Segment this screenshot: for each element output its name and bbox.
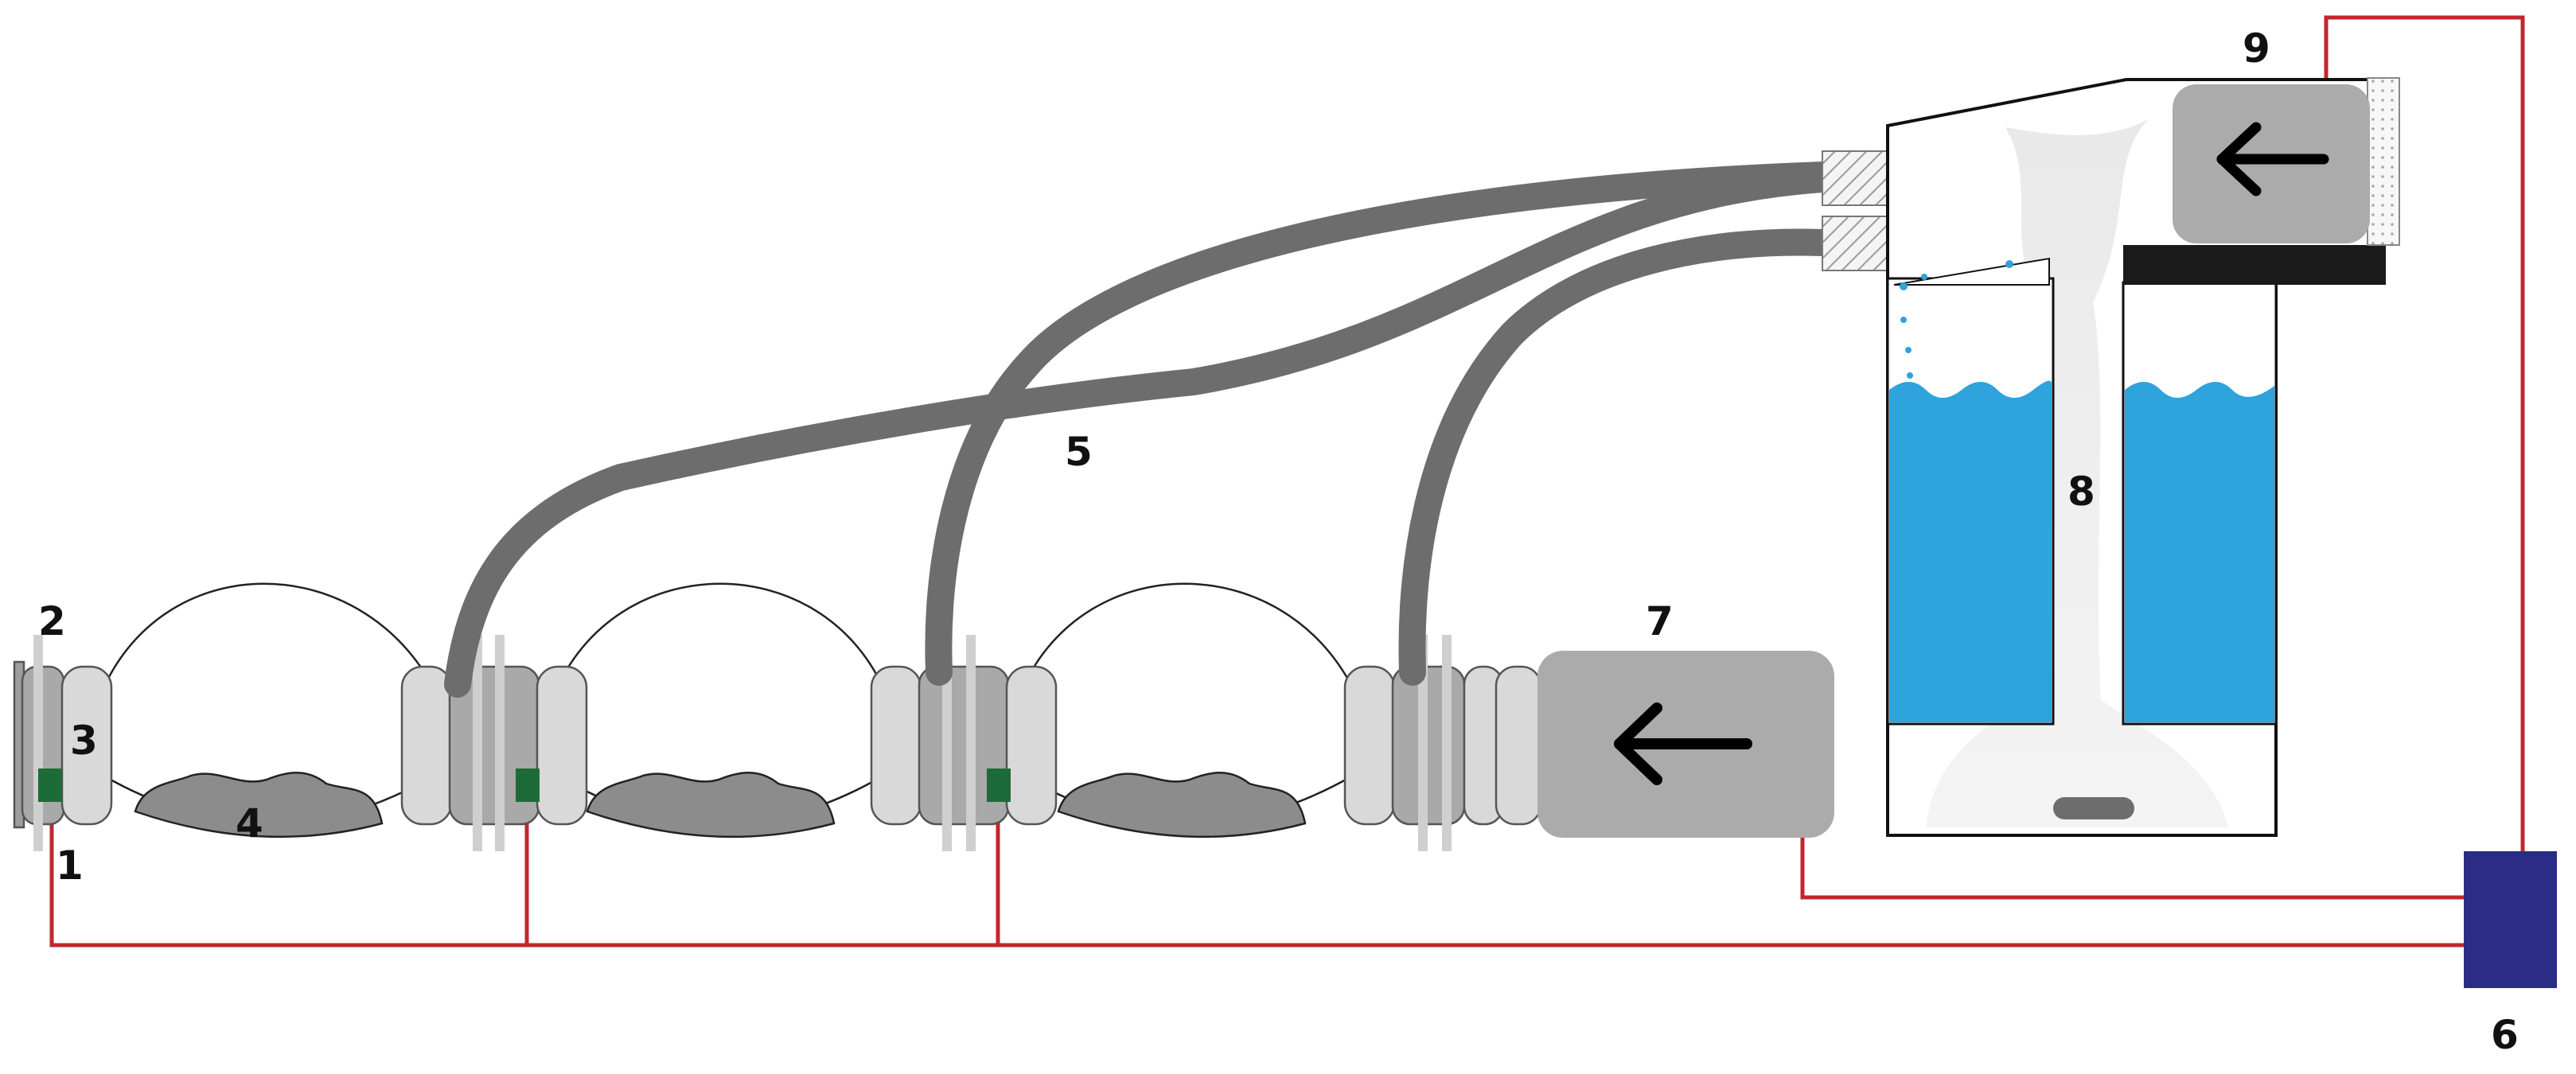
fan bbox=[2173, 77, 2400, 246]
label-6: 6 bbox=[2491, 1012, 2519, 1058]
sample-2 bbox=[586, 772, 836, 839]
water-droplets bbox=[1900, 260, 2013, 379]
soil-samples bbox=[134, 772, 1307, 839]
sensor-bus-wire bbox=[49, 780, 2467, 948]
collar-3-right bbox=[1005, 665, 1058, 826]
fan-shelf bbox=[2123, 245, 2386, 285]
sample-1 bbox=[134, 772, 384, 839]
left-arrow-icon bbox=[1614, 702, 1752, 785]
fan-wire bbox=[2324, 15, 2525, 851]
tube-1 bbox=[444, 165, 1836, 698]
left-water bbox=[1889, 380, 2052, 722]
pump-wire bbox=[1800, 837, 2467, 900]
collar-3-left bbox=[870, 665, 922, 826]
sensor-3 bbox=[987, 769, 1011, 802]
label-9: 9 bbox=[2243, 25, 2270, 72]
label-4: 4 bbox=[236, 800, 263, 846]
label-8: 8 bbox=[2067, 469, 2095, 515]
sensor-2 bbox=[516, 769, 540, 802]
tube-2 bbox=[925, 161, 1836, 686]
inlet-port-1 bbox=[1822, 150, 1888, 206]
collar-2-left bbox=[400, 665, 453, 826]
collar-4-mid bbox=[1391, 665, 1466, 826]
humidifier bbox=[1822, 78, 2386, 837]
left-arrow-icon bbox=[2216, 122, 2329, 197]
fan-filter bbox=[2367, 77, 2400, 246]
number-labels: 1 2 3 4 5 6 7 8 9 bbox=[38, 25, 2519, 1058]
tube-3 bbox=[1398, 228, 1836, 686]
label-2: 2 bbox=[38, 598, 66, 644]
controller-unit bbox=[2464, 851, 2557, 988]
inlet-port-2 bbox=[1822, 216, 1888, 271]
pump bbox=[1537, 651, 1834, 838]
chamber-3-dome bbox=[1021, 582, 1354, 689]
collar-4-end bbox=[1495, 665, 1542, 826]
collar-2-right bbox=[536, 665, 588, 826]
label-3: 3 bbox=[70, 718, 98, 764]
chamber-2-dome bbox=[555, 582, 885, 689]
label-7: 7 bbox=[1646, 598, 1674, 644]
sensor-1 bbox=[38, 769, 62, 802]
mist-plume bbox=[1926, 119, 2228, 827]
chamber-1-dome bbox=[102, 582, 435, 689]
connectors bbox=[13, 635, 1542, 851]
collar-1-right bbox=[60, 665, 113, 826]
label-1: 1 bbox=[56, 842, 84, 889]
heater-element bbox=[2053, 797, 2134, 819]
tubing bbox=[444, 161, 1836, 698]
sample-3 bbox=[1057, 772, 1307, 839]
collar-4-left bbox=[1343, 665, 1396, 826]
label-5: 5 bbox=[1065, 429, 1093, 475]
right-water bbox=[2125, 382, 2274, 722]
